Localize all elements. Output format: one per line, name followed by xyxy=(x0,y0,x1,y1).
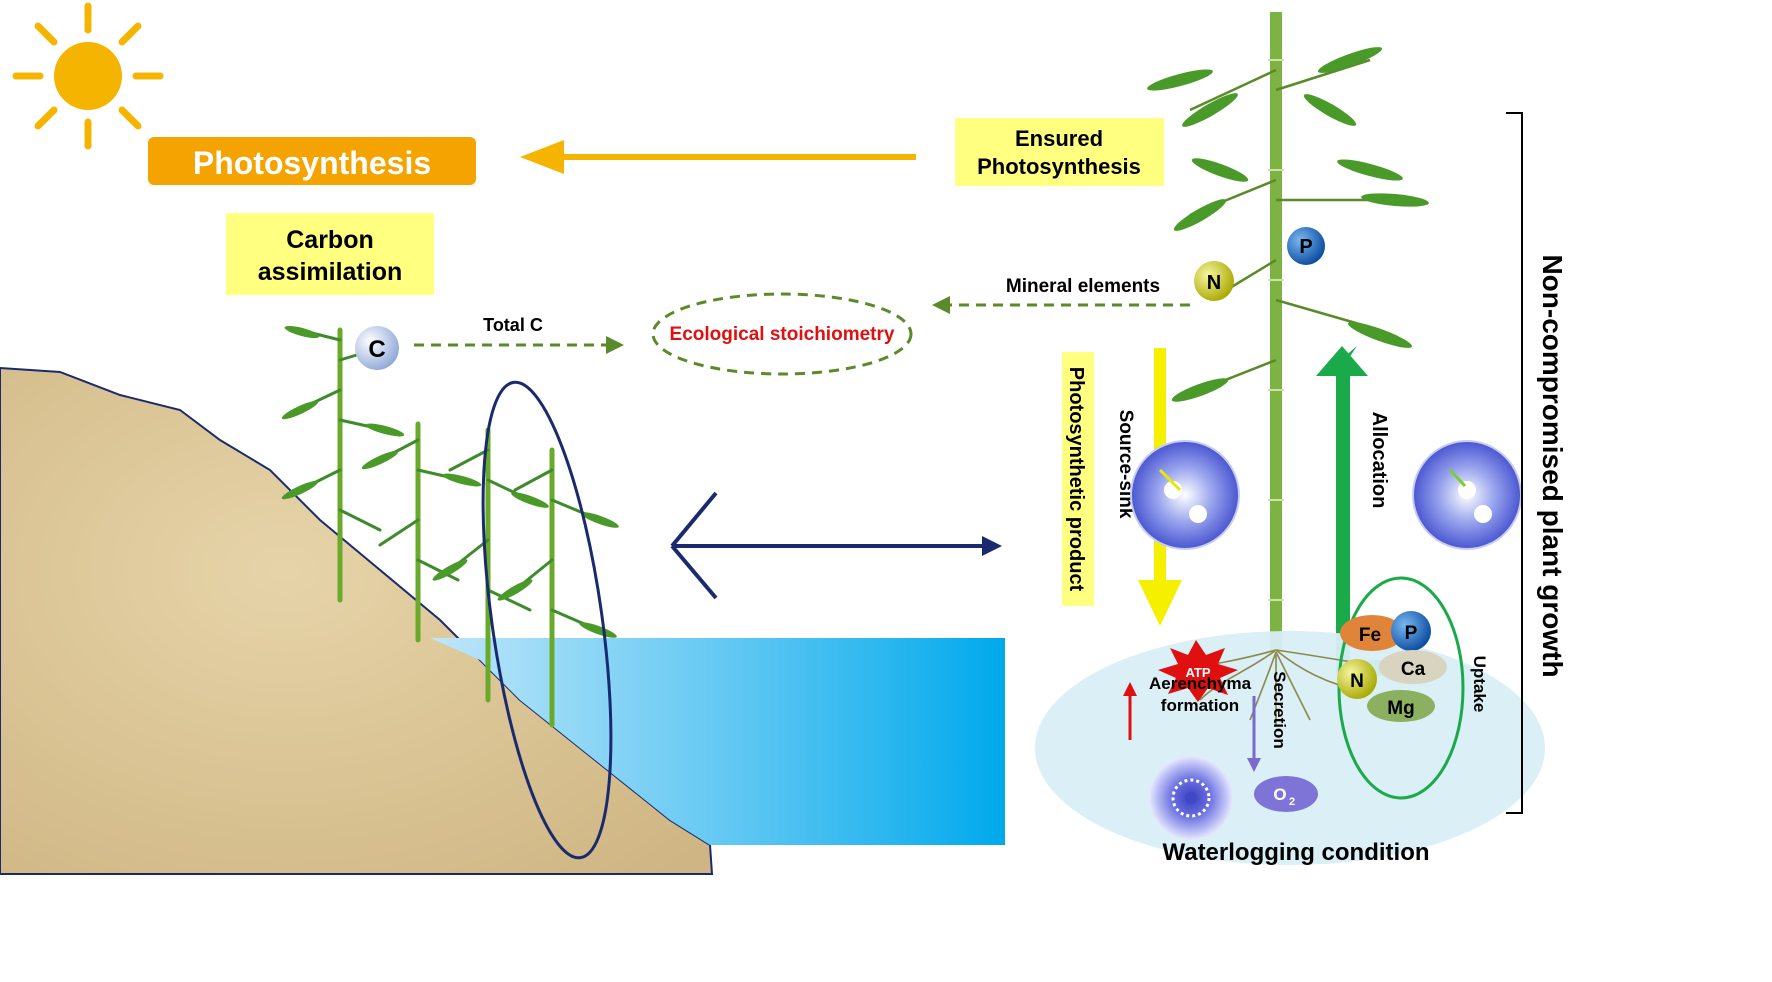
ensured-line1: Ensured xyxy=(1015,126,1103,151)
root-cross-section-icon xyxy=(1149,756,1233,840)
bamboo-highlight-ellipse xyxy=(481,380,613,860)
carbon-symbol: C xyxy=(368,336,385,363)
total-c-label: Total C xyxy=(483,315,543,335)
fe-pill: Fe xyxy=(1340,615,1404,651)
secretion-label: Secretion xyxy=(1270,671,1289,748)
cell-cross-section-left xyxy=(1130,440,1240,550)
nitrogen-ball-top xyxy=(1194,261,1234,301)
growth-bracket xyxy=(1506,112,1523,814)
nitrogen-ball-bottom: N xyxy=(1337,659,1377,699)
ensured-line2: Photosynthesis xyxy=(977,154,1141,179)
aerenchyma-line2: formation xyxy=(1161,696,1239,715)
nitrogen-symbol-bottom: N xyxy=(1350,671,1364,692)
photosynthesis-arrow xyxy=(520,140,916,174)
carbon-assimilation-box xyxy=(226,213,434,295)
phosphorus-ball-top xyxy=(1287,227,1325,265)
photosynthesis-label: Photosynthesis xyxy=(193,145,431,181)
iron-symbol: Fe xyxy=(1359,625,1381,646)
atp-burst: ATP xyxy=(1158,640,1238,702)
atp-label: ATP xyxy=(1185,665,1210,680)
phosphorus-symbol-bottom: P xyxy=(1405,623,1418,644)
carbon-ball xyxy=(355,326,399,370)
ensured-photosynthesis-box xyxy=(955,118,1164,186)
uptake-ellipse xyxy=(1337,576,1465,800)
ca-pill: Ca xyxy=(1379,650,1447,684)
main-bamboo xyxy=(1147,12,1429,652)
waterlogging-label: Waterlogging condition xyxy=(1162,839,1429,866)
growth-label: Non-compromised plant growth xyxy=(1537,254,1568,677)
oxygen-pill xyxy=(1254,776,1318,812)
allocation-arrow xyxy=(1316,346,1400,676)
magnesium-symbol: Mg xyxy=(1387,698,1414,719)
mg-pill: Mg xyxy=(1367,690,1435,722)
cell-cross-section-right xyxy=(1412,440,1522,550)
sun-icon xyxy=(12,2,164,150)
navy-branch-arrow xyxy=(670,491,985,600)
carbon-line2: assimilation xyxy=(258,258,403,286)
aerenchyma-line1: Aerenchyma xyxy=(1149,674,1252,693)
nitrogen-symbol-top: N xyxy=(1207,272,1221,294)
mineral-elements-label: Mineral elements xyxy=(1006,276,1160,297)
phosphorus-ball-bottom: P xyxy=(1391,611,1431,651)
carbon-line1: Carbon xyxy=(286,226,374,254)
calcium-symbol: Ca xyxy=(1401,659,1426,680)
sand-slope xyxy=(0,366,714,875)
eco-stoich-ellipse xyxy=(651,292,913,376)
eco-stoich-label: Ecological stoichiometry xyxy=(670,324,895,345)
waterlogged-soil-ellipse xyxy=(1035,631,1545,865)
uptake-label: Uptake xyxy=(1470,656,1489,713)
photosynthesis-box xyxy=(148,137,476,185)
water-body xyxy=(430,638,1005,845)
oxygen-label: O xyxy=(1273,785,1286,804)
photosynthetic-product-label: Photosynthetic product xyxy=(1065,367,1087,592)
phosphorus-symbol-top: P xyxy=(1299,236,1312,258)
photosynthetic-product-box xyxy=(1062,352,1094,606)
allocation-label: Allocation xyxy=(1368,412,1390,509)
oxygen-subscript: 2 xyxy=(1289,796,1295,808)
